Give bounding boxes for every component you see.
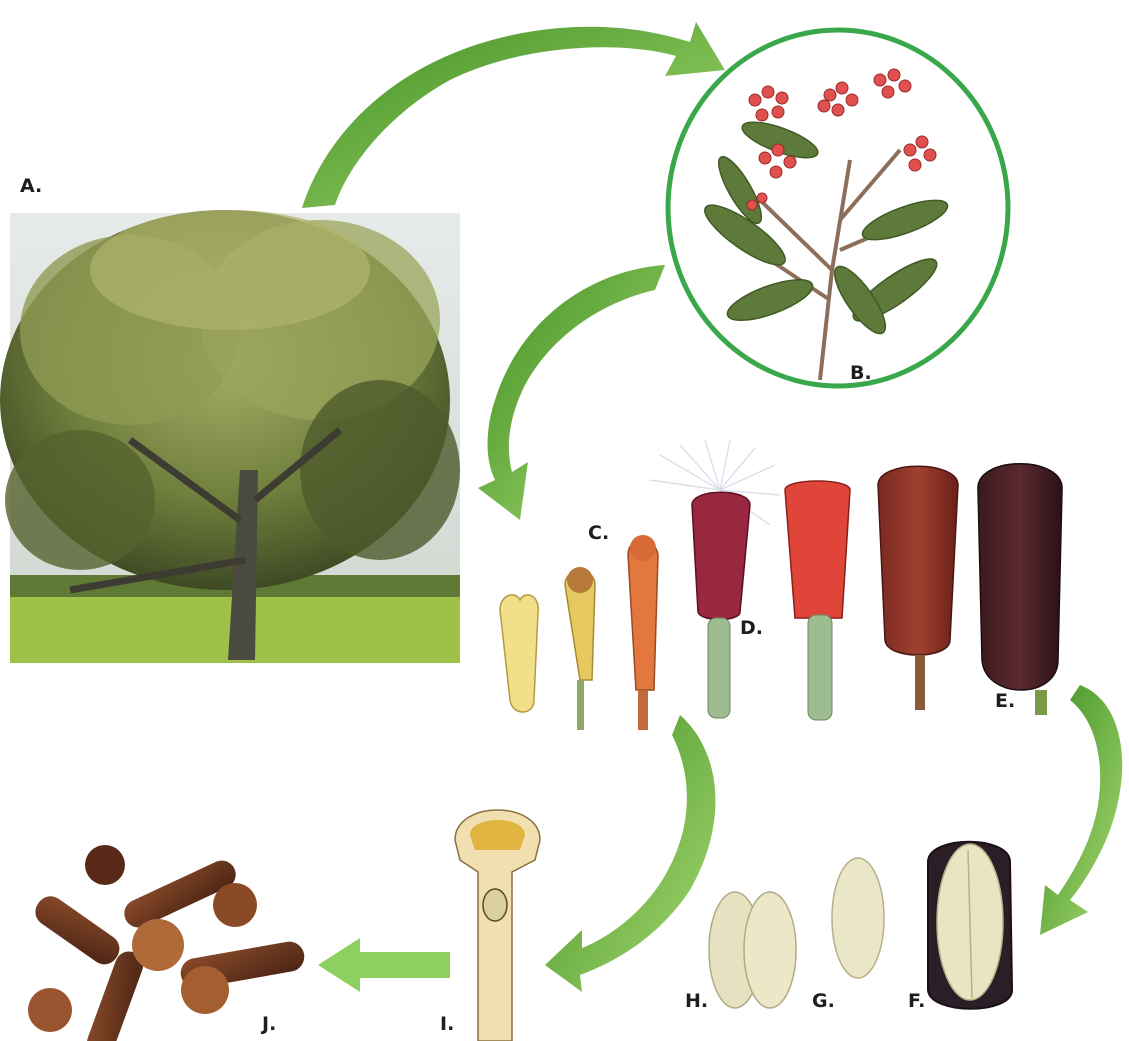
arrow-plant-to-buds [478,265,665,520]
bud-longitudinal-section [455,810,540,1041]
fruit-section [928,842,1012,1009]
plant-illustration [668,30,1008,386]
dried-cloves-photo [28,845,307,1041]
arrow-tree-to-plant [302,22,725,208]
label-c: C. [588,522,609,544]
arrow-bud-to-section [545,715,715,992]
label-d: D. [740,617,763,639]
label-j: J. [262,1013,276,1035]
label-h: H. [685,990,708,1012]
arrow-section-to-cloves [318,938,450,992]
label-g: G. [812,990,835,1012]
label-i: I. [440,1013,454,1035]
label-f: F. [908,990,925,1012]
label-e: E. [995,690,1015,712]
bud-sequence [500,440,1062,730]
label-a: A. [20,175,42,197]
label-b: B. [850,362,872,384]
tree-photo [0,210,460,663]
seed-g [832,858,884,978]
arrow-bud-to-fruit [1040,685,1122,935]
seed-h [709,892,796,1008]
